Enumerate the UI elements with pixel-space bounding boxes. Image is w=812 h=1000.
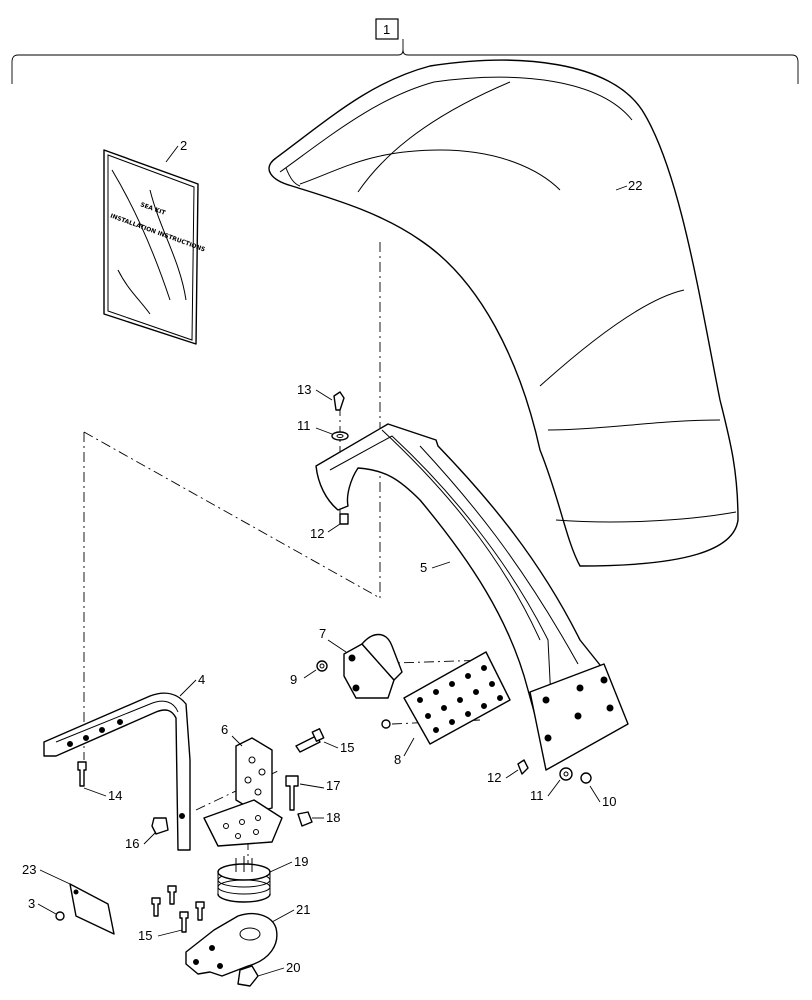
bolt-17 [285, 775, 299, 811]
top-nut-12 [339, 513, 349, 525]
plate-holes [417, 665, 503, 733]
mounting-plate-8 [403, 651, 511, 745]
plate-nut [381, 719, 391, 729]
bolts-15-lower [151, 885, 205, 933]
lower-nut-10 [580, 772, 592, 784]
rubber-isolator-19 [217, 856, 271, 903]
screw-3 [55, 911, 65, 921]
callout-17: 17 [326, 778, 340, 793]
callout-15b: 15 [138, 928, 152, 943]
callout-16: 16 [125, 836, 139, 851]
callout-22: 22 [628, 178, 642, 193]
nut-16 [151, 817, 169, 835]
top-bolt-13 [333, 391, 345, 411]
callout-13: 13 [297, 382, 311, 397]
angle-bracket-4 [43, 692, 191, 851]
vertical-bracket-6 [203, 737, 283, 847]
callout-6: 6 [221, 722, 228, 737]
callout-11b: 11 [530, 788, 544, 803]
callout-9: 9 [290, 672, 297, 687]
callout-21: 21 [296, 902, 310, 917]
fender-support-arm [315, 423, 629, 771]
top-washer-11 [331, 431, 349, 441]
lower-bolt-12 [517, 759, 529, 775]
callout-2: 2 [180, 138, 187, 153]
nut-18 [297, 811, 313, 827]
callout-1: 1 [383, 22, 390, 37]
lower-washer-11 [559, 767, 573, 781]
callout-15a: 15 [340, 740, 354, 755]
callout-19: 19 [294, 854, 308, 869]
nut-20 [237, 965, 259, 987]
callout-12a: 12 [310, 526, 324, 541]
base-plate-21 [185, 912, 278, 977]
callout-12b: 12 [487, 770, 501, 785]
callout-20: 20 [286, 960, 300, 975]
callout-8: 8 [394, 752, 401, 767]
callout-10: 10 [602, 794, 616, 809]
cover-plate-23 [69, 883, 115, 935]
callout-7: 7 [319, 626, 326, 641]
bolt-15-upper [295, 728, 325, 753]
installation-manual: SEA KIT INSTALLATION INSTRUCTIONS [103, 149, 206, 345]
callout-11a: 11 [297, 418, 311, 433]
callout-18: 18 [326, 810, 340, 825]
callout-3: 3 [28, 896, 35, 911]
fender-shell [268, 59, 739, 567]
callout-4: 4 [198, 672, 205, 687]
callout-5: 5 [420, 560, 427, 575]
assembly-bracket: 1 [11, 18, 799, 84]
bolt-14 [77, 761, 87, 787]
callout-14: 14 [108, 788, 122, 803]
alignment-line-diagonal [83, 431, 381, 599]
callout-23: 23 [22, 862, 36, 877]
nut-9 [316, 660, 328, 672]
mount-bracket-7 [343, 633, 403, 699]
